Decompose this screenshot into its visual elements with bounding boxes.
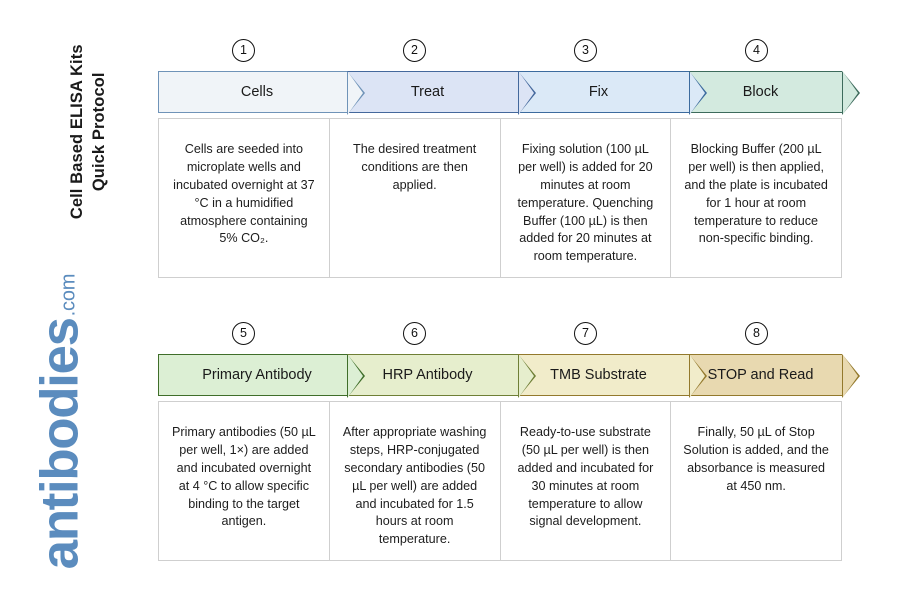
step-description-text-8: Finally, 50 µL of Stop Solution is added… [683,425,829,493]
step-number-badge-5: 5 [232,321,255,345]
step-header-strip-2: Primary Antibody HRP Antibody TMB Substrat… [158,353,860,398]
step-description-text-3: Fixing solution (100 µL per well) is add… [517,142,654,264]
step-number-cell: 7 [500,317,671,349]
chevron-arrow-fill [519,355,535,397]
step-header-1[interactable]: Cells [158,70,365,115]
step-header-5[interactable]: Primary Antibody [158,353,365,398]
chevron-arrow-fill [348,355,364,397]
step-number-cell: 5 [158,317,329,349]
step-description-text-7: Ready-to-use substrate (50 µL per well) … [517,425,654,529]
antibodies-watermark-logo: antibodies .com [30,274,90,570]
step-number-badge-6: 6 [403,321,426,345]
step-number-badge-2: 2 [403,38,426,62]
chevron-arrow-fill [843,355,859,397]
watermark-tld: .com [57,273,80,317]
page-title-line-1: Cell Based ELISA Kits [68,44,87,220]
step-title-7: TMB Substrate [550,367,647,383]
step-number-cell: 8 [671,317,842,349]
step-description-panel-4: Blocking Buffer (200 µL per well) is the… [671,118,842,278]
step-number-strip-1: 1 2 3 4 [158,34,842,66]
step-number-badge-8: 8 [745,321,768,345]
step-number-strip-2: 5 6 7 8 [158,317,842,349]
watermark-brand-name: antibodies [30,318,90,570]
page-title-line-2: Quick Protocol [90,72,108,192]
step-number-cell: 3 [500,34,671,66]
step-title-2: Treat [410,84,445,100]
step-description-strip-2: Primary antibodies (50 µL per well, 1×) … [158,401,842,561]
step-description-panel-6: After appropriate washing steps, HRP-con… [329,401,501,561]
step-title-8: STOP and Read [707,367,814,383]
chevron-arrow-fill [843,72,859,114]
chevron-arrow-fill [690,355,706,397]
step-title-5: Primary Antibody [202,367,312,383]
step-number-cell: 2 [329,34,500,66]
step-header-strip-1: Cells Treat Fix Block [158,70,860,115]
left-rail: Cell Based ELISA Kits Quick Protocol ant… [0,0,152,594]
step-number-badge-7: 7 [574,321,597,345]
step-description-text-5: Primary antibodies (50 µL per well, 1×) … [171,425,316,529]
step-description-panel-8: Finally, 50 µL of Stop Solution is added… [671,401,842,561]
step-number-cell: 4 [671,34,842,66]
step-description-panel-1: Cells are seeded into microplate wells a… [158,118,330,278]
chevron-arrow-fill [519,72,535,114]
step-description-panel-7: Ready-to-use substrate (50 µL per well) … [500,401,672,561]
protocol-row-2: 5 6 7 8 Primary Antibody HRP Antibody TMB Sub… [158,317,860,561]
chevron-arrow-fill [690,72,706,114]
step-description-text-1: Cells are seeded into microplate wells a… [173,142,315,246]
step-description-strip-1: Cells are seeded into microplate wells a… [158,118,842,278]
step-description-text-2: The desired treatment conditions are the… [353,142,477,192]
step-description-panel-2: The desired treatment conditions are the… [329,118,501,278]
protocol-row-1: 1 2 3 4 Cells Treat Fix Block Cells are seeded… [158,34,860,278]
step-description-panel-3: Fixing solution (100 µL per well) is add… [500,118,672,278]
step-title-1: Cells [240,84,274,100]
step-description-panel-5: Primary antibodies (50 µL per well, 1×) … [158,401,330,561]
step-number-badge-4: 4 [745,38,768,62]
step-number-badge-3: 3 [574,38,597,62]
step-description-text-6: After appropriate washing steps, HRP-con… [342,425,487,547]
step-number-cell: 6 [329,317,500,349]
step-title-4: Block [742,84,779,100]
step-title-3: Fix [588,84,609,100]
page-title: Cell Based ELISA Kits Quick Protocol [67,0,111,282]
chevron-arrow-fill [348,72,364,114]
step-number-cell: 1 [158,34,329,66]
step-title-6: HRP Antibody [382,367,473,383]
step-description-text-4: Blocking Buffer (200 µL per well) is the… [684,142,828,246]
step-number-badge-1: 1 [232,38,255,62]
